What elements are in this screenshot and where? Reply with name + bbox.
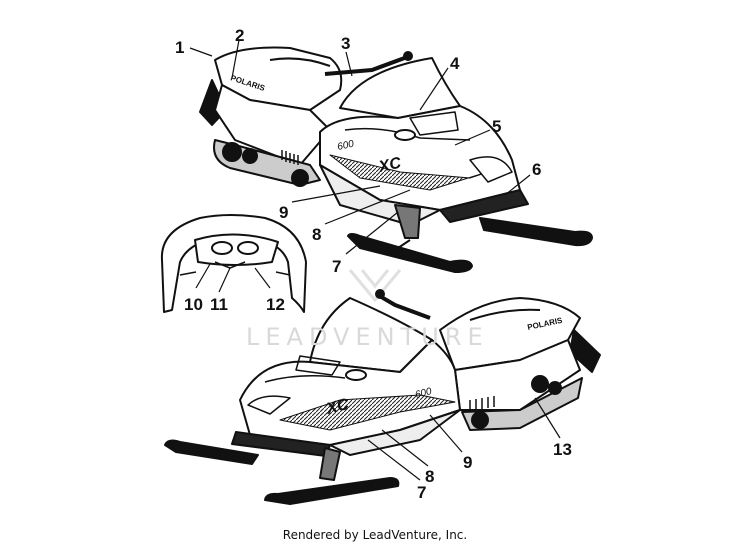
model-decal-top: XC	[376, 155, 403, 177]
snowmobile-bottom	[164, 289, 601, 505]
watermark-logo	[348, 269, 402, 303]
windshield-top	[339, 57, 461, 119]
hood-top	[319, 105, 521, 211]
watermark-text: LEADVENTURE	[246, 323, 489, 351]
ski-right-bottom	[264, 477, 400, 505]
headlight-bottom	[247, 395, 291, 415]
callout-9-bottom: 9	[463, 453, 473, 472]
model-decal-bottom: XC	[324, 396, 351, 418]
callout-10: 10	[184, 295, 203, 314]
callout-13: 13	[553, 440, 572, 459]
handlebar-bottom	[376, 293, 431, 320]
front-bumper-top	[439, 189, 529, 223]
callout-1: 1	[175, 38, 185, 57]
callout-8-top: 8	[312, 225, 322, 244]
ski-left-top	[347, 233, 473, 273]
footer-credit: Rendered by LeadVenture, Inc.	[282, 528, 468, 542]
callout-9-top: 9	[279, 203, 289, 222]
track-bottom	[461, 377, 583, 431]
hood-detail	[160, 214, 307, 313]
side-vents-bottom	[469, 396, 495, 410]
callout-2: 2	[235, 26, 245, 45]
ski-left-bottom	[164, 439, 259, 465]
callout-11: 11	[210, 295, 228, 314]
callout-7-bottom: 7	[417, 483, 427, 502]
callout-3: 3	[341, 34, 351, 53]
handlebar-top	[324, 54, 411, 76]
seat-bottom	[439, 297, 581, 371]
leader-lines	[189, 39, 561, 481]
callout-12: 12	[266, 295, 285, 314]
side-vents-top	[281, 150, 299, 165]
engine-decal-bottom: 600	[414, 386, 433, 401]
callout-4: 4	[450, 54, 460, 73]
ski-right-top	[479, 217, 593, 247]
windshield-bottom	[309, 297, 433, 373]
hood-graphic-bottom	[279, 394, 456, 431]
tunnel-top	[214, 84, 331, 166]
callout-5: 5	[492, 117, 502, 136]
callout-8-bottom: 8	[425, 467, 435, 486]
suspension-bottom	[319, 447, 341, 481]
suspension-top	[394, 204, 421, 239]
callout-7-top: 7	[332, 257, 342, 276]
callout-6: 6	[532, 160, 542, 179]
headlight-top	[469, 156, 513, 183]
engine-decal-top: 600	[336, 139, 355, 153]
snow-flap-bottom	[569, 329, 601, 373]
snowmobile-top	[199, 46, 593, 273]
